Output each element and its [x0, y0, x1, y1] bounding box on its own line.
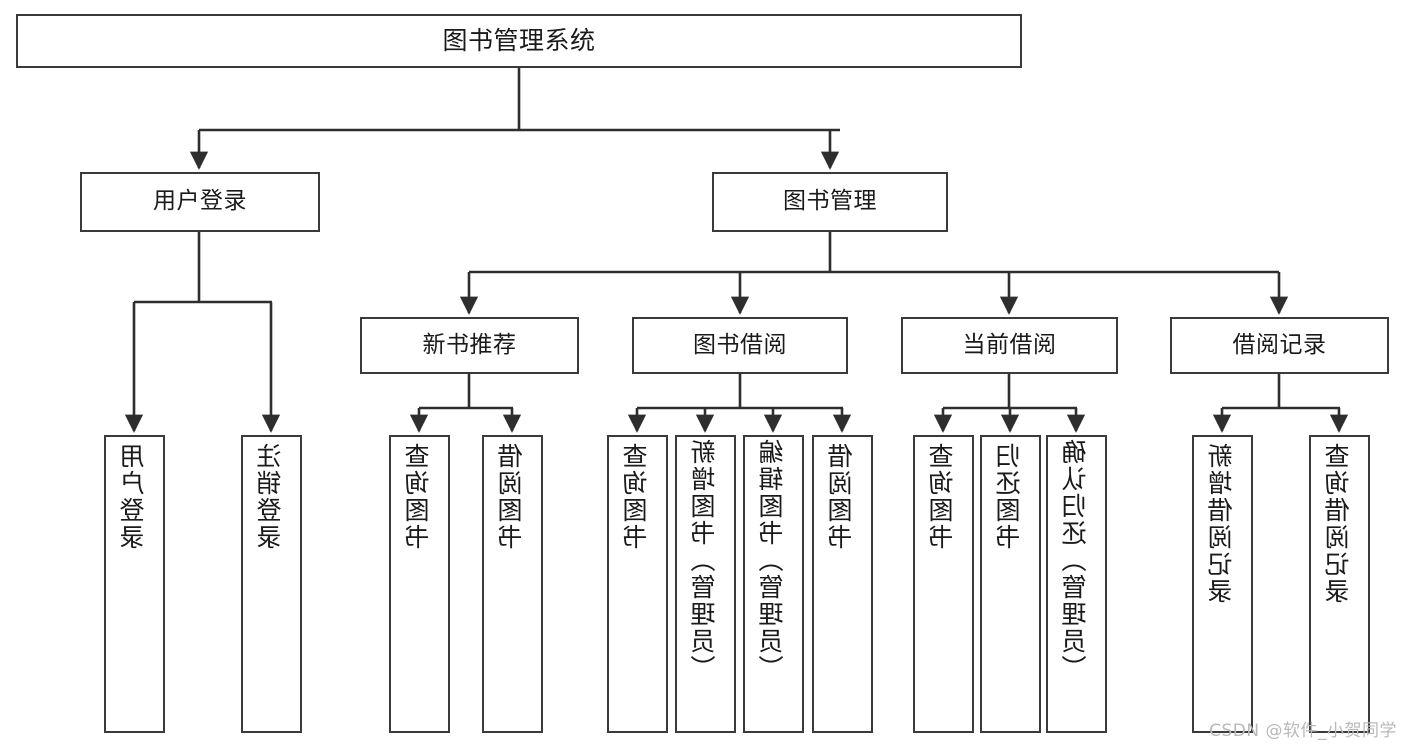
node-label: 新增借阅记录: [1207, 443, 1237, 605]
node-leaf-logout[interactable]: 注销登录: [241, 435, 302, 733]
node-leaf-query-borrow-record[interactable]: 查询借阅记录: [1309, 435, 1370, 733]
node-label: 注销登录: [256, 443, 286, 551]
node-label: 借阅图书: [497, 443, 527, 551]
node-leaf-query-books-recommend[interactable]: 查询图书: [389, 435, 450, 733]
node-label: 借阅图书: [827, 443, 857, 551]
node-borrowing-records[interactable]: 借阅记录: [1170, 317, 1389, 374]
node-label: 用户登录: [119, 443, 149, 551]
node-label: 查询图书: [928, 443, 958, 551]
node-label: 新书推荐: [422, 331, 517, 358]
node-new-book-recommendation[interactable]: 新书推荐: [360, 317, 579, 374]
node-label: 当前借阅: [962, 331, 1057, 358]
node-label: 新增图书（管理员）: [690, 439, 720, 682]
watermark-text: CSDN @软件_小贺同学: [1209, 721, 1397, 741]
node-label: 查询借阅记录: [1324, 443, 1354, 605]
node-label: 图书管理系统: [442, 26, 596, 56]
node-leaf-confirm-return-admin[interactable]: 确认归还（管理员）: [1046, 435, 1107, 733]
node-leaf-user-login[interactable]: 用户登录: [104, 435, 165, 733]
node-book-borrowing[interactable]: 图书借阅: [632, 317, 848, 374]
node-leaf-query-books-borrow[interactable]: 查询图书: [607, 435, 668, 733]
node-label: 归还图书: [995, 443, 1025, 551]
node-root-book-management-system[interactable]: 图书管理系统: [16, 14, 1022, 68]
node-leaf-return-books[interactable]: 归还图书: [980, 435, 1041, 733]
node-label: 查询图书: [404, 443, 434, 551]
node-label: 图书借阅: [693, 331, 787, 358]
node-leaf-query-books-current[interactable]: 查询图书: [913, 435, 974, 733]
node-label: 用户登录: [153, 188, 247, 215]
node-leaf-edit-book-admin[interactable]: 编辑图书（管理员）: [743, 435, 804, 733]
node-current-borrowing[interactable]: 当前借阅: [901, 317, 1118, 374]
node-label: 编辑图书（管理员）: [758, 439, 788, 682]
node-user-login[interactable]: 用户登录: [80, 172, 320, 232]
node-leaf-borrow-books[interactable]: 借阅图书: [812, 435, 873, 733]
node-label: 图书管理: [783, 188, 877, 215]
node-label: 借阅记录: [1232, 331, 1327, 358]
node-leaf-add-book-admin[interactable]: 新增图书（管理员）: [675, 435, 736, 733]
node-label: 查询图书: [622, 443, 652, 551]
node-leaf-add-borrow-record[interactable]: 新增借阅记录: [1192, 435, 1253, 733]
node-label: 确认归还（管理员）: [1061, 439, 1091, 682]
node-leaf-borrow-books-recommend[interactable]: 借阅图书: [482, 435, 543, 733]
node-book-management[interactable]: 图书管理: [712, 172, 948, 232]
